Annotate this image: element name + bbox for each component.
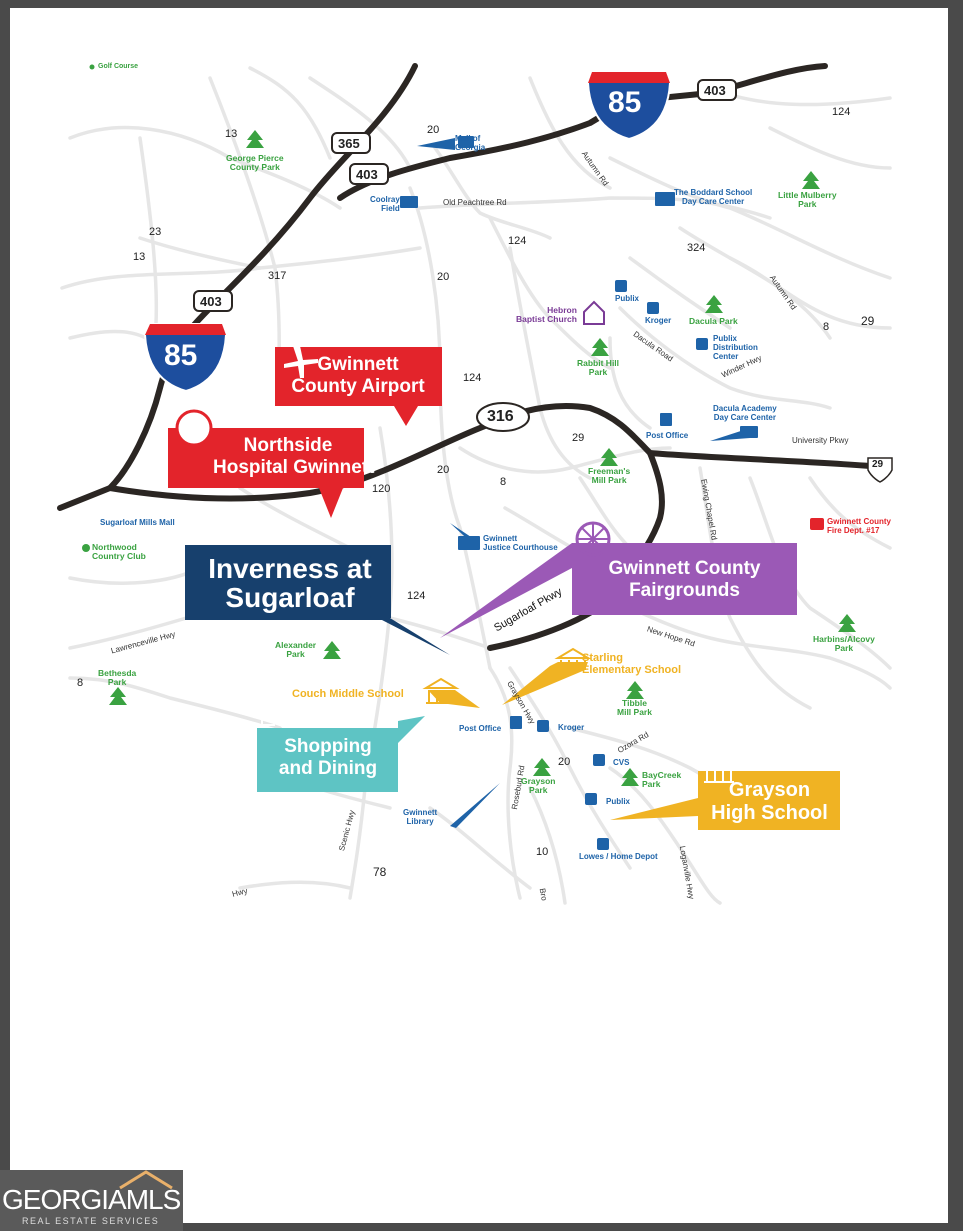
starling-elementary-label: Starling Elementary School [582, 652, 682, 677]
northwood-country-club-label: Northwood Country Club [92, 542, 146, 561]
harbins-alcovy-park-label: Harbins/Alcovy Park [813, 634, 875, 653]
hwy-29-marker-b: 29 [572, 432, 585, 444]
airport-callout-shape [275, 346, 442, 426]
inverness-callout-shape [185, 545, 450, 655]
area-map [57, 63, 893, 905]
hwy-10-marker: 10 [536, 846, 549, 858]
fairgrounds-callout: Gwinnett County Fairgrounds [608, 558, 761, 601]
hwy-403-label-a: 403 [356, 167, 378, 182]
airport-callout: Gwinnett County Airport [291, 354, 425, 397]
hospital-callout-shape [168, 409, 364, 518]
cvs-label: CVS [613, 758, 630, 767]
alexander-park-label: Alexander Park [275, 640, 317, 659]
interstate-85-label-north: 85 [608, 86, 642, 119]
dacula-academy-label: Dacula Academy Day Care Center [713, 404, 777, 422]
fairgrounds-callout-shape [440, 521, 797, 638]
hwy-8-marker-c: 8 [77, 677, 84, 689]
old-peachtree-rd-label: Old Peachtree Rd [443, 198, 507, 207]
hwy-8-marker-a: 8 [823, 321, 830, 333]
little-mulberry-park-label: Little Mulberry Park [778, 190, 837, 209]
hwy-124-marker-a: 124 [832, 106, 851, 118]
bethesda-park-label: Bethesda Park [98, 668, 137, 687]
logo-subtext: REAL ESTATE SERVICES [22, 1216, 160, 1226]
interstate-85-label-west: 85 [164, 339, 198, 372]
hwy-8-marker-b: 8 [500, 476, 507, 488]
publix-label-1: Publix [615, 294, 640, 303]
coolray-field-label: Coolray Field [370, 195, 400, 213]
golf-course-label: Golf Course [98, 63, 139, 70]
post-office-label-1: Post Office [646, 431, 689, 440]
georgia-mls-logo: GEORGIAMLS REAL ESTATE SERVICES [0, 1170, 183, 1231]
university-pkwy-label: University Pkwy [792, 436, 849, 445]
george-pierce-park-label: George Pierce County Park [226, 153, 284, 172]
hwy-124-marker-b: 124 [508, 235, 527, 247]
gwinnett-library-label: Gwinnett Library [403, 808, 438, 826]
hwy-13-marker-b: 13 [133, 251, 146, 263]
logo-text: GEORGIAMLS [2, 1184, 181, 1215]
couch-middle-school-label: Couch Middle School [292, 688, 404, 700]
hwy-124-marker-c: 124 [463, 372, 482, 384]
hospital-callout: Northside Hospital Gwinnett [213, 435, 375, 478]
tibble-mill-park-label: Tibble Mill Park [617, 698, 652, 717]
freemans-mill-park-label: Freeman's Mill Park [588, 466, 631, 485]
shopping-callout: Shopping and Dining [278, 736, 378, 779]
hwy-78-marker: 78 [373, 865, 387, 879]
hwy-403-label-b: 403 [704, 83, 726, 98]
hwy-317-marker: 317 [268, 270, 287, 282]
post-office-label-2: Post Office [459, 724, 502, 733]
hwy-365-label: 365 [338, 136, 360, 151]
hwy-13-marker-a: 13 [225, 128, 238, 140]
hwy-124-marker-d: 124 [407, 590, 426, 602]
justice-courthouse-label: Gwinnett Justice Courthouse [483, 534, 558, 552]
fire-dept-label: Gwinnett County Fire Dept. #17 [827, 517, 891, 535]
hwy-20-marker-d: 20 [558, 756, 571, 768]
hebron-baptist-church-label: Hebron Baptist Church [516, 305, 577, 325]
hwy-29-marker-a: 29 [861, 314, 875, 328]
hwy-324-marker: 324 [687, 242, 706, 254]
kroger-label-2: Kroger [558, 723, 585, 732]
mall-of-georgia-label: Mall of Georgia [455, 134, 486, 152]
us-29-label: 29 [872, 459, 884, 470]
interstate-85-shield-north [586, 71, 672, 141]
hwy-20-marker-c: 20 [437, 464, 450, 476]
interstate-85-shield-west [143, 323, 228, 393]
publix-label-2: Publix [606, 797, 631, 806]
hwy-23-marker: 23 [149, 226, 162, 238]
hwy-316-label: 316 [487, 408, 514, 425]
baycreek-park-label: BayCreek Park [642, 770, 682, 789]
hwy-20-marker-a: 20 [427, 124, 440, 136]
map-page: 85 85 365 403 403 403 316 29 20 124 13 2… [10, 8, 948, 1223]
grayson-park-label: Grayson Park [521, 776, 556, 795]
publix-distribution-label: Publix Distribution Center [713, 334, 758, 361]
roof-icon [119, 1170, 173, 1190]
grayson-high-callout-shape [610, 771, 840, 830]
hwy-403-label-c: 403 [200, 294, 222, 309]
dacula-park-label: Dacula Park [689, 316, 738, 326]
boddard-school-label: The Boddard School Day Care Center [674, 188, 753, 206]
inverness-callout: Inverness at Sugarloaf [208, 553, 372, 614]
sugarloaf-mills-mall-label: Sugarloaf Mills Mall [100, 518, 175, 527]
hwy-120-marker: 120 [372, 483, 391, 495]
kroger-label-1: Kroger [645, 316, 672, 325]
bro-label: Bro [537, 887, 549, 902]
rabbit-hill-park-label: Rabbit Hill Park [577, 358, 620, 377]
hwy-20-marker-b: 20 [437, 271, 450, 283]
shopping-callout-shape [257, 716, 425, 792]
grayson-high-callout: Grayson High School [711, 779, 828, 824]
lowes-home-depot-label: Lowes / Home Depot [579, 852, 658, 861]
